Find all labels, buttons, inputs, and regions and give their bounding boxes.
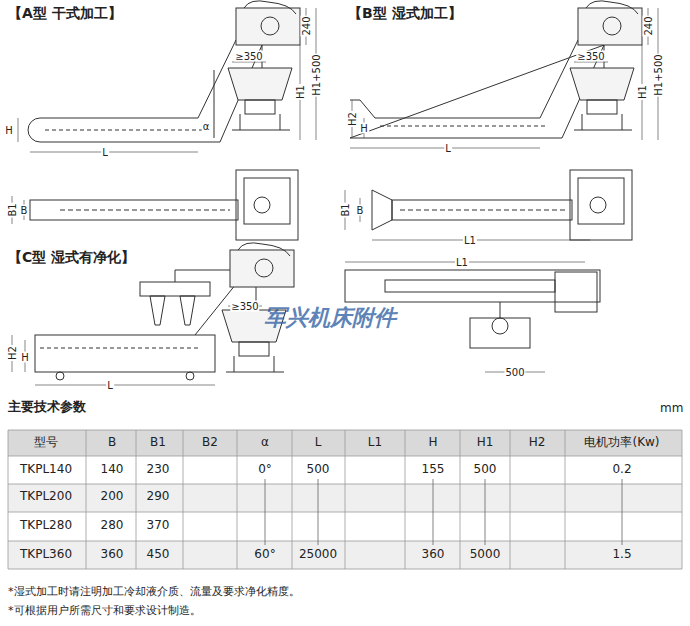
section-title: 【B型 湿式加工】 (348, 6, 462, 21)
dimension: 240 (643, 15, 654, 36)
note: *可根据用户所需尺寸和要求设计制造。 (8, 605, 201, 617)
plan-a (30, 170, 298, 240)
table-cell: 230 (147, 463, 170, 476)
dimension-lines (12, 262, 585, 385)
dimension: H2 (7, 345, 18, 361)
dimension-lines (12, 8, 316, 224)
table-cell: 200 (101, 490, 124, 503)
table-cell: 290 (147, 490, 170, 503)
dimension: B (20, 205, 29, 216)
table-cell: TKPL360 (20, 548, 72, 561)
dimension: L (101, 147, 109, 158)
table-cell: 0° (258, 463, 272, 476)
dimension: 240 (301, 15, 312, 36)
table-cell: 360 (101, 548, 124, 561)
dimension: ≥350 (576, 51, 605, 62)
dimension: H (4, 125, 14, 136)
dimension: H1+500 (653, 53, 664, 96)
table-header: α (261, 436, 269, 449)
dimension: L1 (463, 235, 477, 246)
dimension: H (359, 123, 369, 134)
dimension: L1 (455, 257, 469, 268)
table-header: 型号 (34, 436, 58, 449)
table-cell: TKPL140 (20, 463, 72, 476)
unit-label: mm (660, 402, 683, 415)
table-header: H2 (529, 436, 546, 449)
dimension: B1 (7, 202, 18, 217)
table-title: 主要技术参数 (8, 400, 86, 414)
table-header: B1 (150, 436, 166, 449)
table-header: H1 (477, 436, 494, 449)
dimension: ≥350 (234, 51, 263, 62)
table-cell: 155 (422, 463, 445, 476)
section-title: 【C型 湿式有净化】 (8, 250, 135, 265)
dimension: H2 (347, 111, 358, 127)
table-header: B2 (202, 436, 218, 449)
table-header: L1 (368, 436, 382, 449)
table-cell: 140 (101, 463, 124, 476)
head-and-bin (570, 1, 642, 130)
note: *湿式加工时请注明加工冷却液介质、流量及要求净化精度。 (8, 586, 300, 598)
table-cell: 500 (474, 463, 497, 476)
dimension: H1 (295, 84, 306, 100)
table-cell: 370 (147, 519, 170, 532)
table (8, 430, 682, 569)
plan-b (372, 170, 632, 240)
head-and-bin (228, 1, 300, 130)
dimension: H1 (637, 84, 648, 100)
dimension: 500 (504, 367, 525, 378)
table-cell: 5000 (470, 548, 501, 561)
conveyor-a (28, 40, 262, 142)
dimension-lines (345, 8, 658, 240)
table-cell: 360 (422, 548, 445, 561)
table-header: 电机功率(Kw) (584, 436, 659, 449)
dimension: L (106, 380, 114, 391)
table-header: H (428, 436, 437, 449)
angle-label: α (202, 121, 211, 132)
table-cell: 60° (254, 548, 275, 561)
dimension: B (356, 205, 365, 216)
watermark: 军兴机床附件 (264, 306, 396, 330)
table-cell: TKPL200 (20, 490, 72, 503)
table-cell: 25000 (299, 548, 337, 561)
conveyor-c (35, 270, 236, 380)
section-title: 【A型 干式加工】 (8, 6, 122, 21)
dimension: L (444, 143, 452, 154)
table-header: L (315, 436, 322, 449)
dimension: H1+500 (311, 53, 322, 96)
table-cell: 0.2 (612, 463, 631, 476)
table-cell: 500 (307, 463, 330, 476)
table-cell: 280 (101, 519, 124, 532)
table-header: B (108, 436, 116, 449)
dimension: ≥350 (230, 301, 259, 312)
dimension: B1 (340, 202, 351, 217)
table-cell: 1.5 (612, 548, 631, 561)
table-cell: 450 (147, 548, 170, 561)
dimension: H (20, 352, 30, 363)
table-cell: TKPL280 (20, 519, 72, 532)
conveyor-b (350, 40, 604, 138)
